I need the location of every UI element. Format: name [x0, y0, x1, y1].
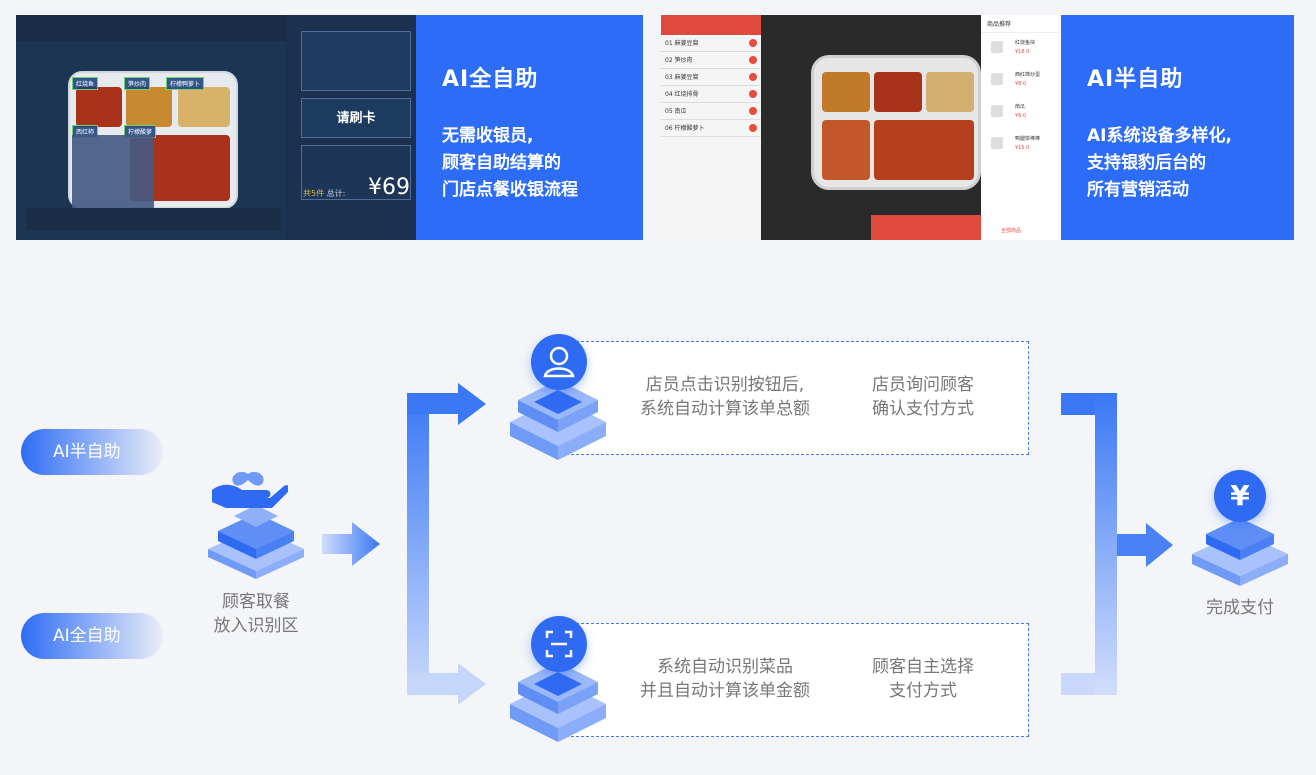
list-item: 05 南瓜 — [661, 103, 761, 120]
list-item: 06 柠檬酸萝卜 — [661, 120, 761, 137]
card-semi-self-service: 01 麻婆豆腐 02 笋炒肉 03 麻婆豆腐 04 红烧排骨 05 南瓜 06 … — [661, 15, 1294, 240]
card-desc-line: AI系统设备多样化, — [1087, 126, 1232, 146]
screenshot-topbar — [16, 15, 286, 41]
start-iso-stack — [208, 505, 304, 579]
order-list: 01 麻婆豆腐 02 笋炒肉 03 麻婆豆腐 04 红烧排骨 05 南瓜 06 … — [661, 15, 761, 240]
panel-title: 商品推荐 — [981, 15, 1061, 33]
arrow-branch-full — [407, 663, 486, 705]
card-desc-line: 门店点餐收银流程 — [442, 180, 578, 200]
card-desc-line: 顾客自助结算的 — [442, 153, 561, 173]
full-step1-text: 系统自动识别菜品 并且自动计算该单金额 — [640, 657, 810, 701]
food-tray — [68, 71, 238, 209]
mode-pill-semi: AI半自助 — [21, 429, 163, 475]
list-header — [661, 15, 761, 35]
hand-icon — [212, 471, 288, 508]
card-full-text: AI全自助 无需收银员, 顾客自助结算的 门店点餐收银流程 — [416, 15, 643, 240]
end-step-label: 完成支付 — [1206, 598, 1274, 618]
list-item: 01 麻婆豆腐 — [661, 35, 761, 52]
arrow-branch-semi — [407, 383, 486, 425]
recognize-bar — [871, 215, 981, 240]
full-flow-box — [556, 623, 1029, 737]
total-panel — [301, 145, 411, 200]
screenshot-semi-self-service: 01 麻婆豆腐 02 笋炒肉 03 麻婆豆腐 04 红烧排骨 05 南瓜 06 … — [661, 15, 1061, 240]
vip-panel — [301, 31, 411, 91]
start-step-label: 顾客取餐 放入识别区 — [213, 592, 299, 636]
food-label: 柠檬鸭萝卜 — [166, 77, 205, 90]
arrow-to-branch — [322, 522, 380, 566]
list-item: 03 麻婆豆腐 — [661, 69, 761, 86]
total-count: 共5件 总计: — [303, 189, 346, 198]
food-tray — [811, 55, 981, 190]
full-step2-text: 顾客自主选择 支付方式 — [872, 657, 974, 701]
card-full-self-service: 红烧鱼 笋炒肉 柠檬鸭萝卜 西红柿 柠檬酸萝 请刷卡 共5件 总计: ¥69 A… — [16, 15, 643, 240]
screenshot-bottombar — [26, 208, 281, 230]
card-title: AI全自助 — [442, 67, 539, 92]
yen-icon: ¥ — [1214, 470, 1266, 522]
card-desc-line: 无需收银员, — [442, 126, 534, 146]
card-desc-line: 支持银豹后台的 — [1087, 153, 1206, 173]
semi-iso-stack — [510, 380, 606, 460]
product-item: 鸭腿饼棒棒¥15.0 — [991, 133, 1051, 157]
list-item: 04 红烧排骨 — [661, 86, 761, 103]
semi-step1-text: 店员点击识别按钮后, 系统自动计算该单总额 — [640, 375, 810, 419]
user-icon — [531, 334, 587, 390]
semi-step2-text: 店员询问顾客 确认支付方式 — [872, 375, 974, 419]
swipe-card-button: 请刷卡 — [301, 98, 411, 138]
card-semi-text: AI半自助 AI系统设备多样化, 支持银豹后台的 所有营销活动 — [1061, 15, 1294, 240]
total-price: ¥69 — [368, 175, 410, 200]
food-label: 笋炒肉 — [124, 77, 151, 90]
arrow-to-end — [1117, 523, 1173, 567]
card-desc-line: 所有营销活动 — [1087, 180, 1189, 200]
list-item: 02 笋炒肉 — [661, 52, 761, 69]
card-title: AI半自助 — [1087, 67, 1184, 92]
food-label: 红烧鱼 — [72, 77, 99, 90]
full-iso-stack — [510, 662, 606, 742]
semi-flow-box — [556, 341, 1029, 455]
mode-pill-full: AI全自助 — [21, 613, 163, 659]
scan-icon — [531, 616, 587, 672]
product-item: 西红柿炒蛋¥8.0 — [991, 69, 1051, 93]
product-panel: 商品推荐 红烧鱼块¥18.0 西红柿炒蛋¥8.0 南瓜¥6.0 鸭腿饼棒棒¥15… — [981, 15, 1061, 240]
product-item: 红烧鱼块¥18.0 — [991, 37, 1051, 61]
all-products-link: 全部商品 — [1001, 228, 1022, 234]
product-item: 南瓜¥6.0 — [991, 101, 1051, 125]
screenshot-full-self-service: 红烧鱼 笋炒肉 柠檬鸭萝卜 西红柿 柠檬酸萝 请刷卡 共5件 总计: ¥69 — [16, 15, 416, 240]
end-iso-stack — [1192, 518, 1288, 586]
